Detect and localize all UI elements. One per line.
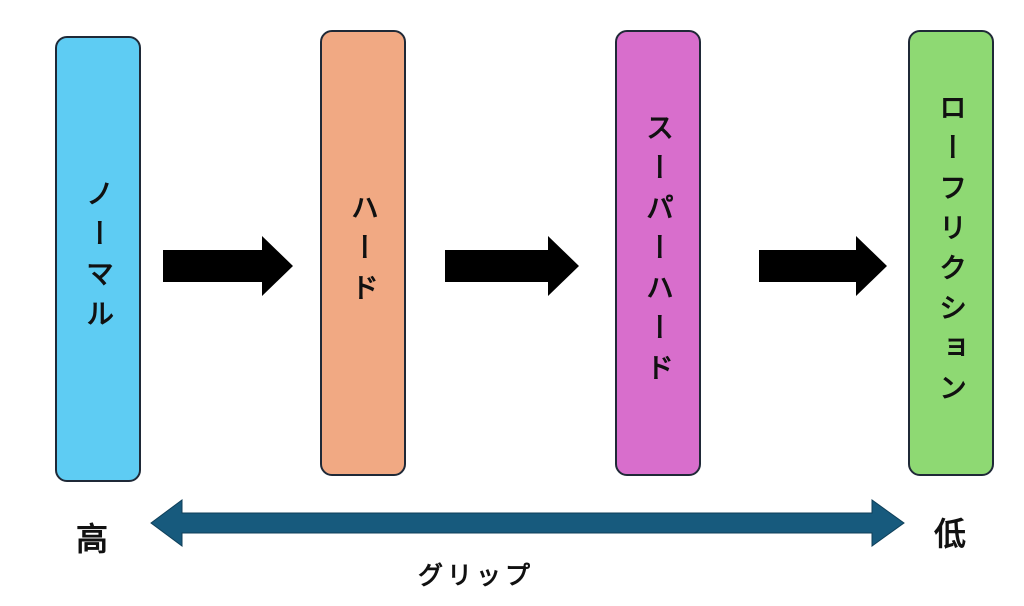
flow-arrow-shape [445, 236, 579, 296]
flow-arrow-1 [163, 236, 293, 296]
flow-arrow-shape [759, 236, 887, 296]
stage-label-normal: ノーマル [82, 179, 115, 339]
stage-box-normal: ノーマル [55, 36, 141, 482]
flow-arrow-3 [759, 236, 887, 296]
grip-double-arrow-shape [150, 499, 905, 547]
stage-box-low-friction: ローフリクション [908, 30, 994, 476]
stage-label-low-friction: ローフリクション [935, 93, 968, 413]
stage-box-super-hard: スーパーハード [615, 30, 701, 476]
stage-label-super-hard: スーパーハード [642, 113, 675, 393]
stage-box-hard: ハード [320, 30, 406, 476]
stage-label-hard: ハード [347, 193, 380, 313]
flow-arrow-shape [163, 236, 293, 296]
grip-double-arrow [150, 499, 905, 547]
grip-low-label: 低 [934, 515, 967, 553]
grip-high-label: 高 [76, 520, 109, 558]
grip-axis-label: グリップ [418, 561, 535, 590]
flow-arrow-2 [445, 236, 579, 296]
